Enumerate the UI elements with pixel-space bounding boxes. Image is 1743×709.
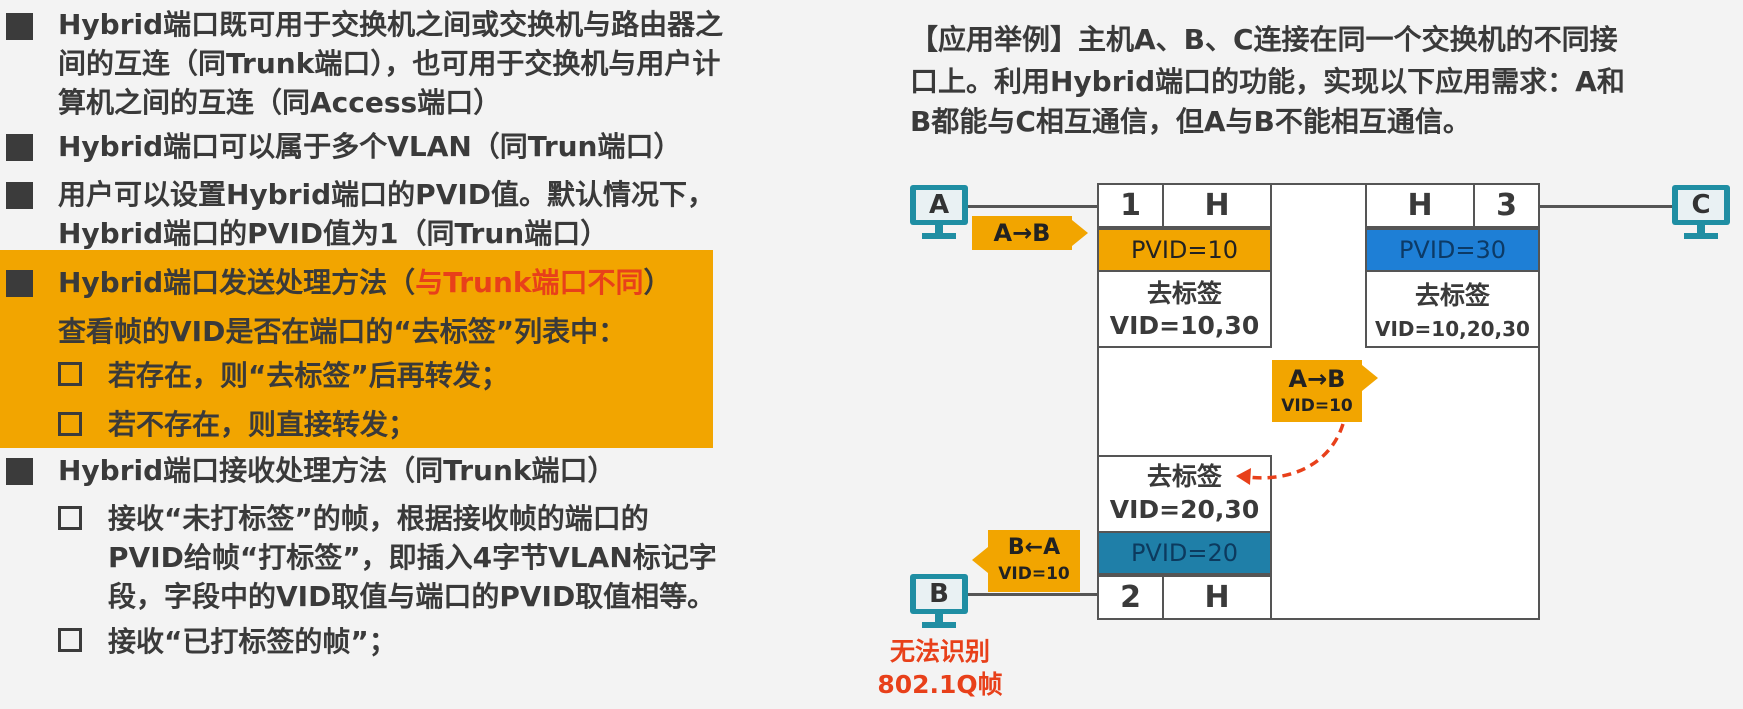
- port1-untag-box: [1097, 270, 1272, 348]
- port2-pvid: PVID=20: [1097, 531, 1272, 575]
- highlight-band: [0, 250, 713, 448]
- bullet-hybrid-usage-line3: 算机之间的互连（同Access端口）: [58, 86, 502, 119]
- frame-tag-b-label: B←A: [1007, 535, 1061, 560]
- port1-untag-vids: VID=10,30: [1109, 311, 1260, 340]
- send-sub-untag-forward: 若存在，则“去标签”后再转发；: [108, 359, 509, 392]
- bullet-square-icon: [6, 134, 33, 161]
- bullet-send-method: Hybrid端口发送处理方法（与Trunk端口不同）: [58, 266, 672, 299]
- port1-number: 1: [1097, 183, 1164, 228]
- port2-untag-label: 去标签: [1146, 462, 1222, 491]
- port3-untag-label: 去标签: [1414, 281, 1490, 310]
- port1-type: H: [1162, 183, 1272, 228]
- port2-untag-vids: VID=20,30: [1109, 495, 1260, 524]
- port2-untag-box: [1097, 455, 1272, 533]
- warning-line2: 802.1Q帧: [877, 670, 1003, 699]
- example-text-line2: 口上。利用Hybrid端口的功能，实现以下应用需求：A和: [910, 65, 1625, 98]
- receive-sub-tagged: 接收“已打标签的帧”；: [108, 625, 397, 658]
- bullet-square-icon: [6, 182, 33, 209]
- arrow-right-icon: [1072, 220, 1088, 246]
- bullet-pvid-line1: 用户可以设置Hybrid端口的PVID值。默认情况下，: [58, 178, 716, 211]
- bullet-pvid-line2: Hybrid端口的PVID值为1（同Trun端口）: [58, 217, 609, 250]
- bullet-square-icon: [6, 270, 33, 297]
- send-sub-direct-forward: 若不存在，则直接转发；: [108, 408, 417, 441]
- port3-number: 3: [1473, 183, 1540, 228]
- warning-cannot-recognize: 无法识别 802.1Q帧: [870, 635, 1010, 701]
- port1-pvid: PVID=10: [1097, 228, 1272, 272]
- frame-tag-b-from-a: B←A VID=10: [988, 530, 1080, 592]
- frame-tag-mid-vid: VID=10: [1281, 396, 1353, 416]
- example-text-line1: 【应用举例】主机A、B、C连接在同一个交换机的不同接: [910, 23, 1618, 56]
- send-method-diff-label: 与Trunk端口不同: [415, 266, 644, 299]
- port3-untag-box: [1365, 270, 1540, 348]
- link-a-port1: [968, 205, 1098, 208]
- host-c-label: C: [1678, 190, 1724, 220]
- frame-tag-a-to-b: A→B: [972, 216, 1072, 250]
- port2-type: H: [1162, 575, 1272, 620]
- bullet-square-icon: [6, 458, 33, 485]
- frame-tag-mid: A→B VID=10: [1272, 360, 1362, 422]
- port3-pvid: PVID=30: [1365, 228, 1540, 272]
- port1-untag-label: 去标签: [1146, 279, 1222, 308]
- link-b-port2: [968, 593, 1098, 596]
- send-method-detail: 查看帧的VID是否在端口的“去标签”列表中：: [58, 315, 627, 348]
- warning-line1: 无法识别: [889, 637, 990, 666]
- sub-bullet-box-icon: [58, 412, 82, 436]
- link-port3-c: [1540, 205, 1672, 208]
- forward-path-curve: [1236, 423, 1345, 485]
- example-text-line3: B都能与C相互通信，但A与B不能相互通信。: [910, 105, 1471, 138]
- port2-number: 2: [1097, 575, 1164, 620]
- bullet-hybrid-usage-line1: Hybrid端口既可用于交换机之间或交换机与路由器之: [58, 8, 724, 41]
- bullet-receive-method: Hybrid端口接收处理方法（同Trunk端口）: [58, 454, 616, 487]
- arrow-right-icon: [1362, 365, 1378, 391]
- host-b-label: B: [916, 579, 962, 609]
- sub-bullet-box-icon: [58, 506, 82, 530]
- receive-sub-untagged-line3: 段，字段中的VID取值与端口的PVID取值相等。: [108, 580, 716, 613]
- sub-bullet-box-icon: [58, 362, 82, 386]
- host-a-label: A: [916, 190, 962, 220]
- bullet-hybrid-usage-line2: 间的互连（同Trunk端口），也可用于交换机与用户计: [58, 47, 721, 80]
- host-b-computer-icon: B: [910, 574, 970, 636]
- port3-untag-vids: VID=10,20,30: [1375, 317, 1530, 341]
- bullet-multi-vlan: Hybrid端口可以属于多个VLAN（同Trun端口）: [58, 130, 682, 163]
- host-a-computer-icon: A: [910, 185, 970, 247]
- frame-tag-b-vid: VID=10: [998, 564, 1070, 584]
- port3-type: H: [1365, 183, 1475, 228]
- bullet-square-icon: [6, 13, 33, 40]
- sub-bullet-box-icon: [58, 628, 82, 652]
- arrow-left-icon: [972, 547, 988, 573]
- receive-sub-untagged-line1: 接收“未打标签”的帧，根据接收帧的端口的: [108, 502, 649, 535]
- frame-tag-mid-label: A→B: [1288, 365, 1346, 393]
- receive-sub-untagged-line2: PVID给帧“打标签”，即插入4字节VLAN标记字: [108, 541, 717, 574]
- host-c-computer-icon: C: [1672, 185, 1732, 247]
